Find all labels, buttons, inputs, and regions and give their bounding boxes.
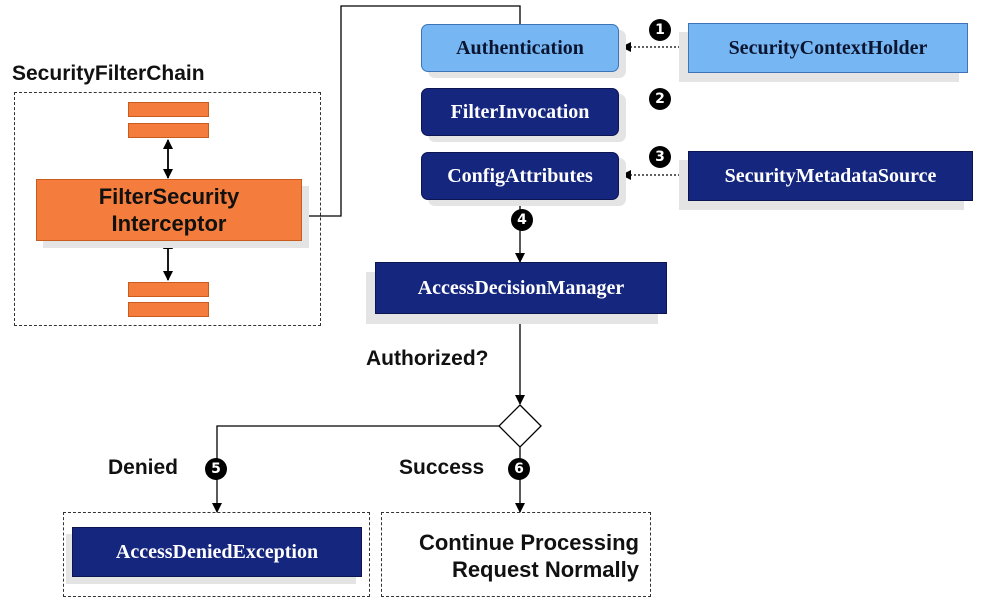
step-5-badge: 5 — [205, 458, 227, 480]
config-attributes-box: ConfigAttributes — [421, 152, 619, 200]
continue-line1: Continue Processing — [418, 530, 639, 555]
filter-invocation-box: FilterInvocation — [421, 88, 619, 136]
authorized-label: Authorized? — [366, 347, 489, 370]
step-2-badge: 2 — [649, 88, 671, 110]
authentication-box: Authentication — [421, 24, 619, 72]
decision-diamond — [498, 404, 542, 448]
access-denied-exception-box: AccessDeniedException — [72, 527, 362, 577]
interceptor-connector — [302, 5, 521, 217]
chain-filter-bar — [128, 302, 209, 317]
security-filter-chain-box — [14, 92, 321, 326]
interceptor-label-line2: Interceptor — [111, 211, 227, 236]
filter-security-interceptor: FilterSecurity Interceptor — [36, 179, 302, 241]
security-filter-chain-title: SecurityFilterChain — [12, 62, 205, 85]
denied-branch-line — [212, 425, 499, 513]
denied-label: Denied — [108, 456, 179, 479]
step-3-badge: 3 — [649, 146, 671, 168]
chain-filter-bar — [128, 282, 209, 297]
denied-outcome-box — [63, 512, 370, 597]
security-metadata-source-box: SecurityMetadataSource — [688, 151, 973, 201]
security-context-holder-box: SecurityContextHolder — [688, 23, 968, 73]
step-4-badge: 4 — [511, 209, 533, 231]
step-1-badge: 1 — [649, 19, 671, 41]
access-decision-manager-box: AccessDecisionManager — [375, 262, 667, 314]
interceptor-label-line1: FilterSecurity — [98, 184, 240, 209]
step-6-badge: 6 — [508, 458, 530, 480]
continue-line2: Request Normally — [451, 557, 639, 582]
success-label: Success — [399, 456, 485, 479]
chain-filter-bar — [128, 123, 209, 138]
chain-filter-bar — [128, 102, 209, 117]
success-outcome-box — [381, 512, 651, 597]
continue-processing-text: Continue Processing Request Normally — [381, 529, 639, 583]
